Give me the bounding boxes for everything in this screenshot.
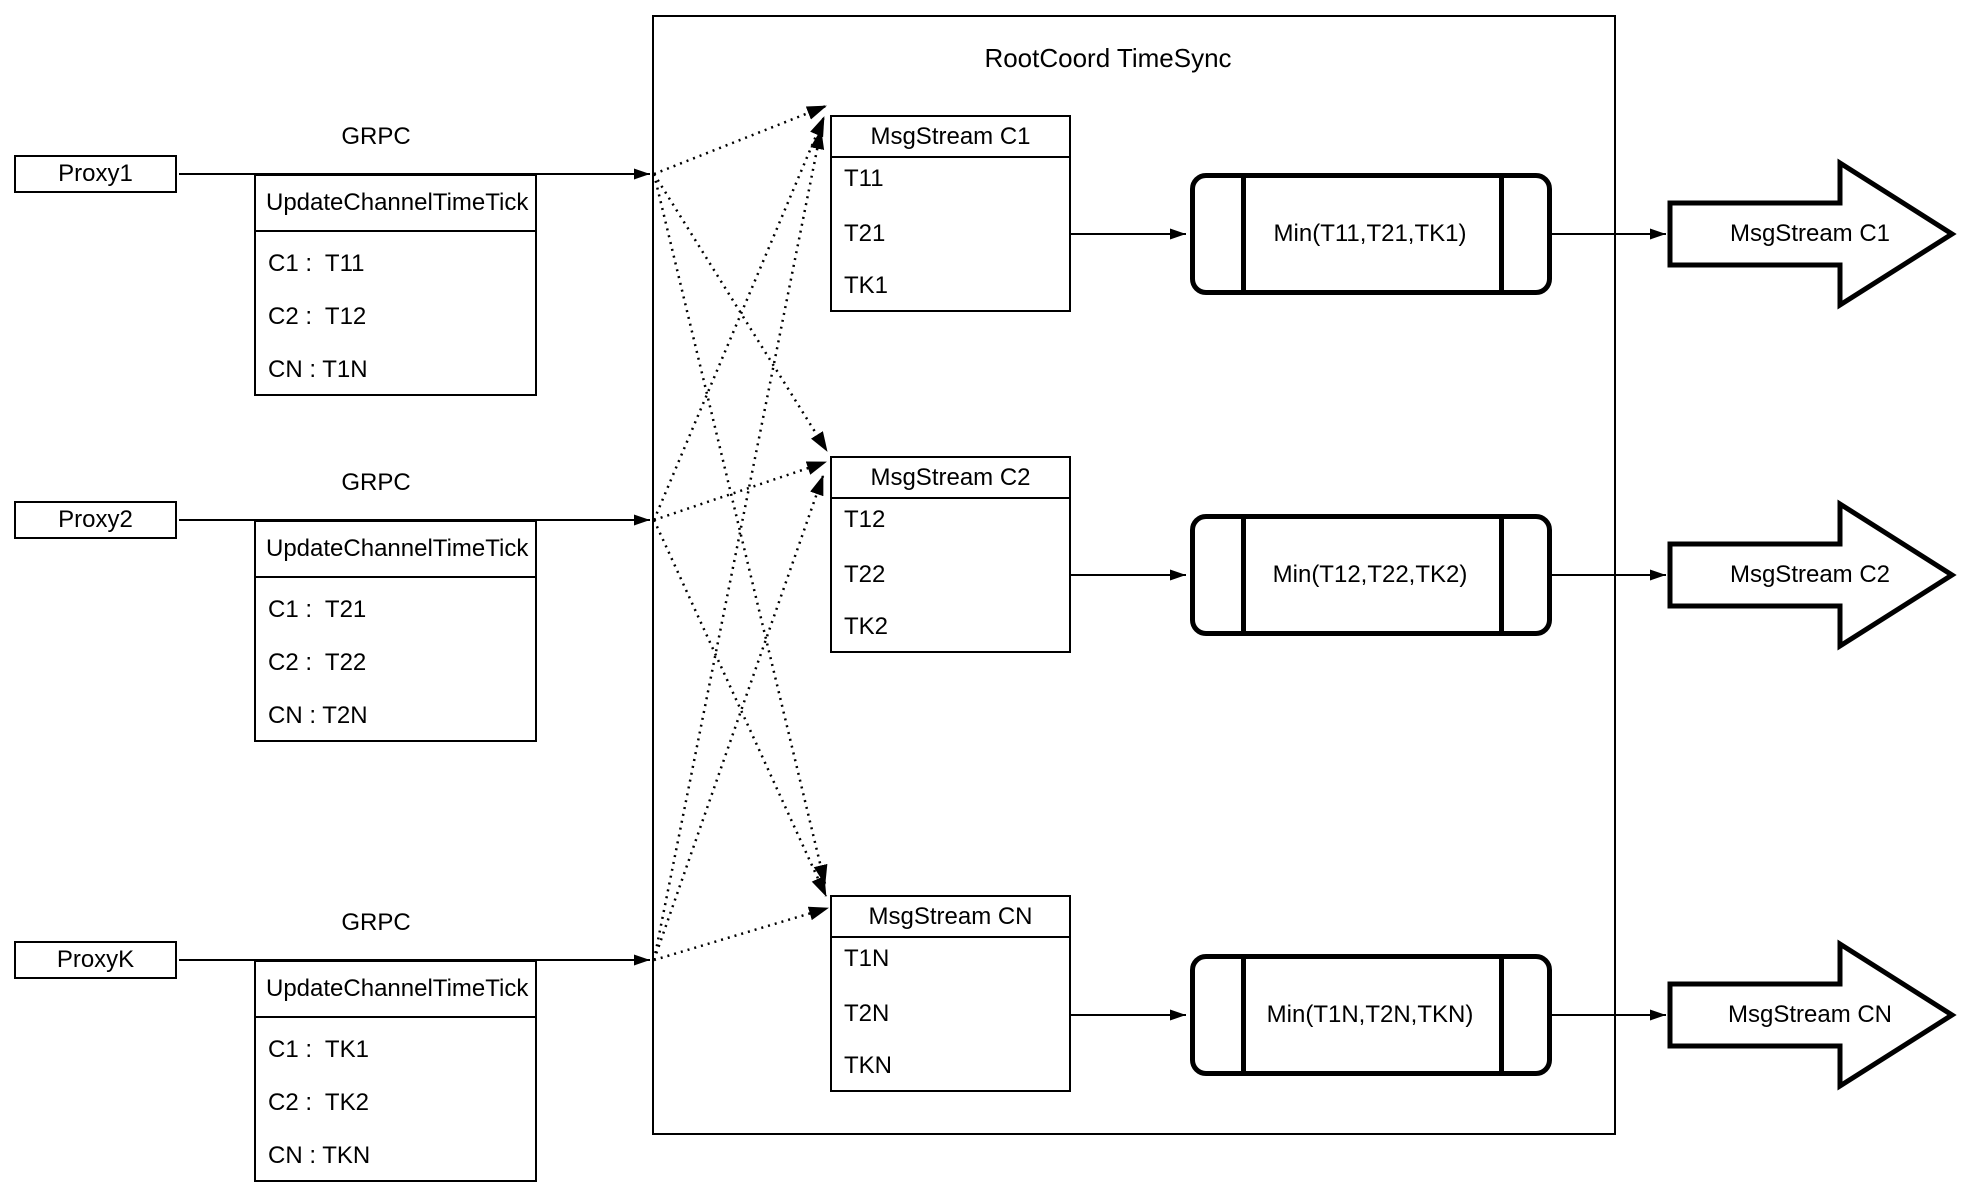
queue-divider-right	[1499, 178, 1504, 290]
proxy-label: Proxy1	[58, 160, 133, 187]
min-node-3: Min(T1N,T2N,TKN)	[1190, 954, 1552, 1076]
msgstream-table-c2: MsgStream C2 T12 T22 TK2	[830, 456, 1071, 653]
queue-divider-right	[1499, 959, 1504, 1071]
output-arrow-shape-2	[1667, 499, 1957, 651]
dotted-link-proxy1-cn	[652, 173, 828, 885]
table-row: C2 : T12	[268, 303, 367, 330]
min-node-2: Min(T12,T22,TK2)	[1190, 514, 1552, 636]
rootcoord-title: RootCoord TimeSync	[984, 43, 1232, 73]
output-arrow-shape-1	[1667, 158, 1957, 310]
dotted-link-proxyk-c1	[652, 129, 825, 961]
proxy-box-1: Proxy1	[14, 155, 177, 193]
grpc-label-2: GRPC	[341, 469, 411, 496]
table-row: CN : T2N	[268, 702, 368, 729]
min-node-1: Min(T11,T21,TK1)	[1190, 173, 1552, 295]
proxy-label: ProxyK	[56, 946, 135, 973]
table-header: MsgStream C1	[832, 117, 1069, 158]
dotted-link-proxyk-c2	[652, 475, 825, 961]
proxy-box-k: ProxyK	[14, 941, 177, 979]
table-row: TK1	[844, 272, 889, 299]
proxy-box-2: Proxy2	[14, 501, 177, 539]
queue-divider-right	[1499, 519, 1504, 631]
rootcoord-box	[652, 15, 1616, 1135]
table-header: UpdateChannelTimeTick	[256, 522, 535, 578]
dotted-link-proxy2-cn	[652, 519, 828, 897]
msgstream-table-c1: MsgStream C1 T11 T21 TK1	[830, 115, 1071, 312]
grpc-label-3: GRPC	[341, 909, 411, 936]
min-label: Min(T1N,T2N,TKN)	[1266, 1001, 1474, 1028]
table-row: T12	[844, 506, 886, 533]
table-row: CN : T1N	[268, 356, 368, 383]
queue-divider-left	[1241, 519, 1246, 631]
table-row: CN : TKN	[268, 1142, 371, 1169]
dotted-link-proxy2-c1	[652, 116, 826, 521]
update-timetick-table-1: UpdateChannelTimeTick C1 : T11 C2 : T12 …	[254, 174, 537, 396]
table-header: MsgStream CN	[832, 897, 1069, 938]
output-arrow-shape-3	[1667, 939, 1957, 1091]
table-header: MsgStream C2	[832, 458, 1069, 499]
min-label: Min(T11,T21,TK1)	[1273, 220, 1467, 247]
table-row: T1N	[844, 945, 890, 972]
update-timetick-table-k: UpdateChannelTimeTick C1 : TK1 C2 : TK2 …	[254, 960, 537, 1182]
queue-divider-left	[1241, 178, 1246, 290]
table-row: T2N	[844, 1000, 890, 1027]
update-timetick-table-2: UpdateChannelTimeTick C1 : T21 C2 : T22 …	[254, 520, 537, 742]
table-header: UpdateChannelTimeTick	[256, 176, 535, 232]
dotted-link-proxy1-c1	[653, 104, 827, 176]
table-row: C2 : TK2	[268, 1089, 369, 1116]
table-header: UpdateChannelTimeTick	[256, 962, 535, 1018]
output-arrow-label-c1: MsgStream C1	[1729, 220, 1891, 247]
table-row: T11	[844, 165, 884, 192]
proxy-label: Proxy2	[58, 506, 133, 533]
table-row: C1 : TK1	[268, 1036, 369, 1063]
min-label: Min(T12,T22,TK2)	[1272, 561, 1468, 588]
grpc-label-1: GRPC	[341, 123, 411, 150]
table-row: T22	[844, 561, 886, 588]
output-arrow-label-c2: MsgStream C2	[1729, 561, 1891, 588]
msgstream-table-cn: MsgStream CN T1N T2N TKN	[830, 895, 1071, 1092]
table-row: C1 : T21	[268, 596, 367, 623]
queue-divider-left	[1241, 959, 1246, 1071]
table-row: TKN	[844, 1052, 892, 1079]
output-arrow-label-cn: MsgStream CN	[1727, 1001, 1893, 1028]
table-row: C1 : T11	[268, 250, 365, 277]
table-row: T21	[844, 220, 886, 247]
table-row: TK2	[844, 613, 889, 640]
table-row: C2 : T22	[268, 649, 367, 676]
